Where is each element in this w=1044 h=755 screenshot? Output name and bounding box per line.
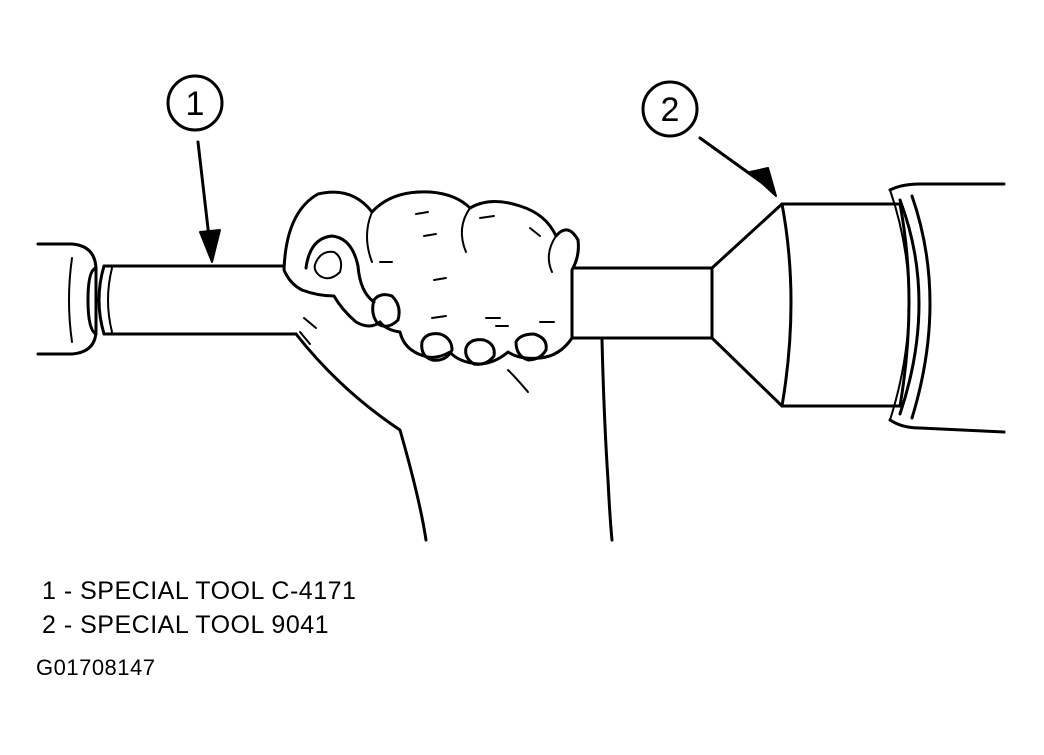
gripping-hand: [282, 190, 614, 542]
installer-tool-9041: [710, 202, 911, 408]
callout-2-number: 2: [661, 91, 680, 129]
right-housing: [888, 182, 1006, 434]
legend-item-2: 2 - SPECIAL TOOL 9041: [42, 611, 330, 639]
handle-tool-c4171: [97, 264, 714, 340]
left-housing: [36, 242, 98, 356]
legend: 1 - SPECIAL TOOL C-4171 2 - SPECIAL TOOL…: [42, 574, 356, 642]
legend-item-1: 1 - SPECIAL TOOL C-4171: [42, 577, 357, 605]
callout-1-number: 1: [186, 85, 205, 123]
figure-code: G01708147: [36, 655, 156, 680]
tool-installation-illustration: 1 2: [36, 74, 1006, 542]
callout-1: 1: [166, 74, 224, 263]
callout-2: 2: [641, 80, 777, 197]
